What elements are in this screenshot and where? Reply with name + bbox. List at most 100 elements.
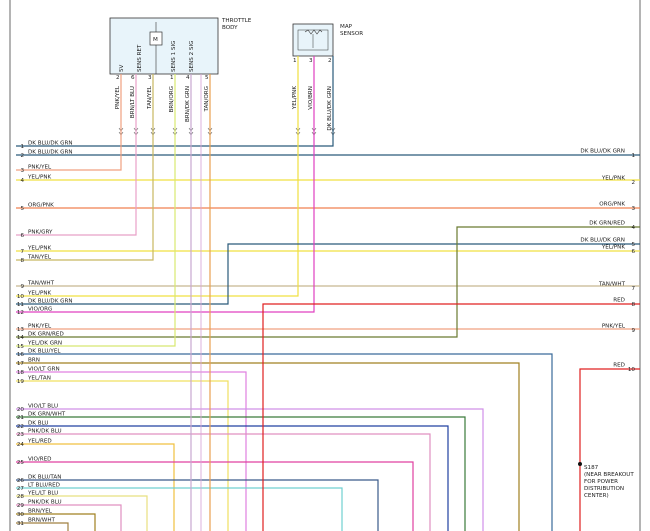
vertical-wire-label: BRN/ORG bbox=[169, 86, 175, 112]
resistor-icon bbox=[304, 29, 323, 35]
splice-s187: S187 (NEAR BREAKOUT FOR POWER DISTRIBUTI… bbox=[584, 465, 634, 499]
map-sensor-pin-number: 1 bbox=[293, 58, 297, 64]
vertical-wire-label: BRN/LT BLU bbox=[130, 86, 136, 118]
wire-pin29 bbox=[16, 504, 122, 531]
left-pin-label: YEL/PNK bbox=[27, 175, 52, 181]
throttle-body-title-line2: BODY bbox=[222, 25, 238, 31]
wire-pin25 bbox=[16, 461, 414, 531]
left-pin-number: 22 bbox=[17, 424, 24, 430]
right-pin-number: 3 bbox=[631, 206, 635, 212]
tb-pin-label-sens-ret: SENS RET bbox=[137, 44, 143, 72]
left-pin-number: 11 bbox=[17, 302, 25, 308]
wire-pin24 bbox=[16, 443, 175, 531]
left-pin-number: 18 bbox=[17, 370, 25, 376]
tb-pin-label-5v: 5V bbox=[119, 64, 125, 72]
left-pin-label: YEL/LT BLU bbox=[27, 491, 58, 497]
right-pin-label: YEL/PNK bbox=[601, 245, 626, 251]
wire-red-right8 bbox=[262, 303, 640, 531]
splice-note-4: CENTER) bbox=[584, 493, 609, 499]
wire-pin19 bbox=[16, 380, 229, 531]
right-pin-number: 6 bbox=[631, 249, 635, 255]
left-pin-number: 5 bbox=[20, 206, 24, 212]
left-pin-number: 28 bbox=[17, 494, 25, 500]
left-pin-number: 3 bbox=[20, 168, 24, 174]
right-pin-label: ORG/PNK bbox=[599, 202, 625, 208]
left-pin-number: 12 bbox=[17, 310, 24, 316]
left-pin-number: 8 bbox=[20, 258, 24, 264]
left-pin-number: 26 bbox=[17, 478, 25, 484]
left-pin-label: YEL/DK GRN bbox=[27, 341, 62, 347]
right-pin-number: 7 bbox=[631, 286, 635, 292]
vertical-wire-label: YEL/PNK bbox=[292, 86, 298, 111]
left-pin-label: TAN/WHT bbox=[27, 281, 55, 287]
left-pin-number: 2 bbox=[20, 153, 24, 159]
left-pin-label: BRN/WHT bbox=[28, 518, 56, 524]
left-pin-number: 15 bbox=[17, 344, 25, 350]
wire-pin10 bbox=[16, 251, 299, 297]
wire-layer bbox=[16, 56, 640, 531]
wire-pin16 bbox=[16, 353, 553, 531]
wire-pin6 bbox=[16, 74, 137, 236]
left-pin-label: BRN bbox=[28, 358, 40, 364]
right-pin-number: 1 bbox=[631, 153, 635, 159]
wire-pin22 bbox=[16, 425, 449, 531]
wire-pin8 bbox=[16, 74, 154, 261]
wire-pin14 bbox=[16, 226, 640, 338]
vertical-wire-label: VIO/BRN bbox=[308, 86, 314, 110]
left-pin-number: 9 bbox=[20, 284, 24, 290]
right-pin-label: RED bbox=[613, 298, 625, 304]
right-pin-label: RED bbox=[613, 363, 625, 369]
left-pin-label: BRN/YEL bbox=[28, 509, 53, 515]
vertical-wire-label: TAN/YEL bbox=[147, 85, 153, 110]
splice-dot bbox=[578, 462, 582, 466]
right-pin-number: 4 bbox=[631, 225, 635, 231]
map-sensor-pin-number: 3 bbox=[309, 58, 313, 64]
left-pin-number: 17 bbox=[17, 361, 25, 367]
right-pin-number: 5 bbox=[631, 242, 635, 248]
wire-pin31 bbox=[16, 522, 69, 531]
left-pin-number: 4 bbox=[20, 178, 24, 184]
right-pin-number: 2 bbox=[631, 180, 635, 186]
left-pin-label: YEL/PNK bbox=[27, 291, 52, 297]
left-pin-label: DK BLU/TAN bbox=[28, 475, 61, 481]
vertical-wire-label: PNK/YEL bbox=[115, 85, 121, 109]
left-pin-number: 13 bbox=[17, 327, 25, 333]
throttle-body-box bbox=[109, 17, 219, 75]
tb-pin-label-sens1: SENS 1 SIG bbox=[171, 41, 177, 72]
wire-pin27 bbox=[16, 487, 343, 531]
left-pin-number: 20 bbox=[17, 407, 25, 413]
left-pin-number: 27 bbox=[17, 486, 25, 492]
splice-note-2: FOR POWER bbox=[584, 479, 618, 485]
left-pin-number: 16 bbox=[17, 352, 25, 358]
splice-note-1: (NEAR BREAKOUT bbox=[584, 472, 634, 478]
left-pin-label: YEL/RED bbox=[27, 439, 52, 445]
left-pin-label: LT BLU/RED bbox=[28, 483, 60, 489]
left-pin-label: TAN/YEL bbox=[27, 255, 52, 261]
left-pin-number: 31 bbox=[17, 521, 25, 527]
left-pin-number: 24 bbox=[17, 442, 25, 448]
right-pin-label: DK BLU/DK GRN bbox=[580, 238, 625, 244]
left-pin-label: PNK/GRY bbox=[28, 230, 53, 236]
left-pin-number: 14 bbox=[17, 335, 25, 341]
left-pin-number: 10 bbox=[17, 294, 25, 300]
throttle-body-title-line1: THROTTLE bbox=[221, 18, 252, 24]
wire-pin21 bbox=[16, 416, 466, 531]
throttle-body-pin-number: 2 bbox=[116, 75, 120, 81]
wire-pin17 bbox=[16, 362, 520, 531]
left-pin-number: 29 bbox=[17, 503, 25, 509]
left-pin-label: PNK/DK BLU bbox=[28, 429, 62, 435]
splice-id: S187 bbox=[584, 465, 599, 471]
wire-pin1 bbox=[16, 56, 334, 147]
throttle-body-pin-number: 5 bbox=[205, 75, 209, 81]
right-pin-label: YEL/PNK bbox=[601, 176, 626, 182]
right-pin-number: 9 bbox=[631, 328, 635, 334]
left-pin-label: PNK/YEL bbox=[28, 165, 52, 171]
left-pin-number: 19 bbox=[17, 379, 25, 385]
map-sensor-pin-number: 2 bbox=[328, 58, 332, 64]
left-pin-label: VIO/LT BLU bbox=[28, 404, 58, 410]
left-pin-label: DK BLU/DK GRN bbox=[28, 299, 73, 305]
right-pin-number: 10 bbox=[628, 367, 636, 373]
wire-pin28 bbox=[16, 495, 148, 531]
